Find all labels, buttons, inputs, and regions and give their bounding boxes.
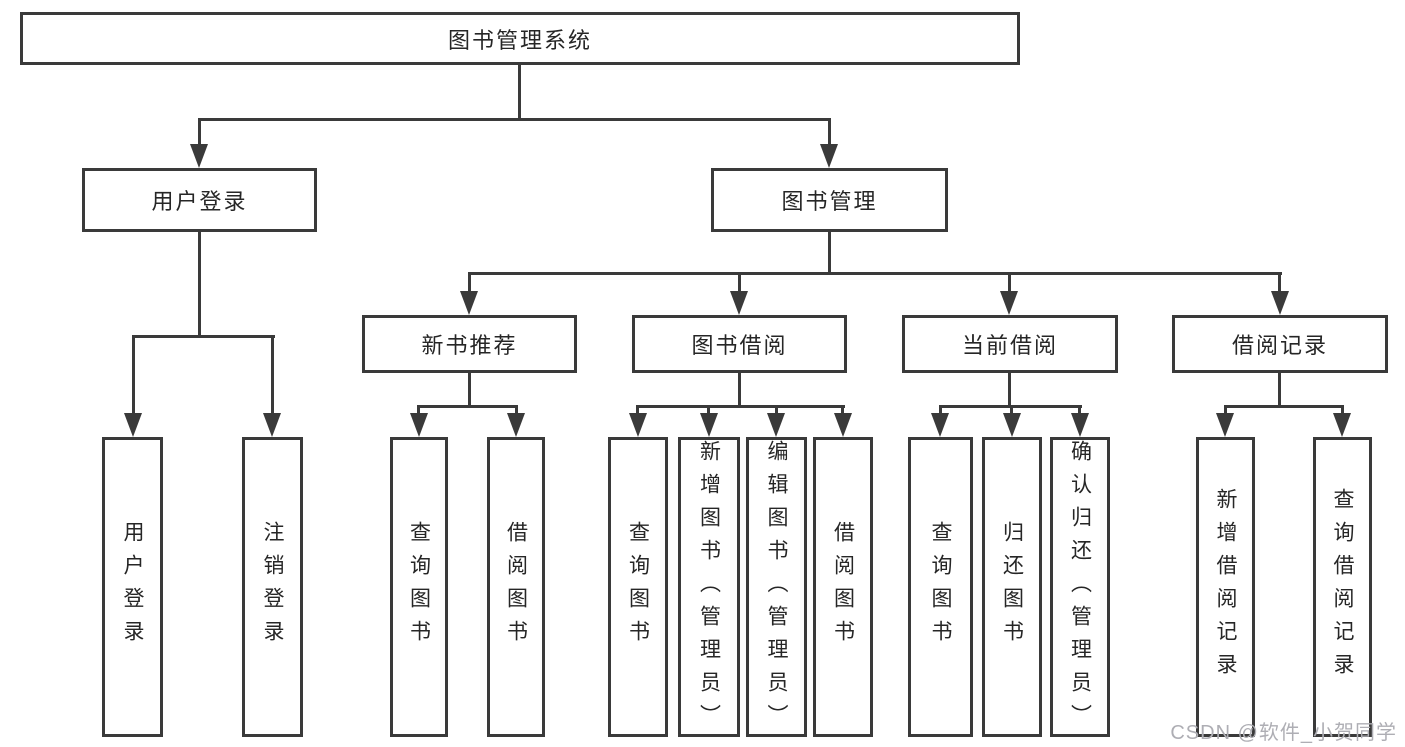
arrowhead-down-icon <box>931 413 949 437</box>
node-label: 借阅记录 <box>1231 333 1328 358</box>
leaf-add-borrow-record: 新增借阅记录 <box>1196 437 1255 737</box>
connector-borrow-stem <box>738 373 741 405</box>
node-label: 图书管理 <box>781 189 878 214</box>
node-current-borrow: 当前借阅 <box>902 315 1118 373</box>
connector-drop <box>1010 405 1013 415</box>
node-new-book-recommend: 新书推荐 <box>362 315 577 373</box>
leaf-label: 借阅图书 <box>831 521 855 653</box>
leaf-query-books-current: 查询图书 <box>908 437 973 737</box>
connector-current-stem <box>1008 373 1011 405</box>
connector-borrow-bus <box>636 405 845 408</box>
arrowhead-down-icon <box>1216 413 1234 437</box>
arrowhead-down-icon <box>730 291 748 315</box>
node-label: 新书推荐 <box>421 333 518 358</box>
node-user-login: 用户登录 <box>82 168 317 232</box>
leaf-add-books-admin: 新增图书（管理员） <box>678 437 740 737</box>
connector-drop <box>841 405 844 415</box>
arrowhead-down-icon <box>629 413 647 437</box>
leaf-borrow-books: 借阅图书 <box>813 437 873 737</box>
leaf-label: 查询图书 <box>929 521 952 653</box>
node-book-borrow: 图书借阅 <box>632 315 847 373</box>
leaf-label: 用户登录 <box>121 521 144 653</box>
arrowhead-down-icon <box>460 291 478 315</box>
leaf-logout: 注销登录 <box>242 437 303 737</box>
leaf-label: 查询图书 <box>626 521 650 653</box>
connector-drop <box>636 405 639 415</box>
watermark-text: CSDN @软件_小贺同学 <box>1170 722 1397 744</box>
leaf-label: 查询图书 <box>407 521 431 653</box>
leaf-label: 新增借阅记录 <box>1214 488 1237 686</box>
connector-root-stem <box>518 65 521 118</box>
leaf-label: 注销登录 <box>261 521 284 653</box>
connector-book-mgmt-bus <box>468 272 1282 275</box>
connector-records-stem <box>1278 373 1281 405</box>
connector-drop <box>271 335 274 415</box>
node-label: 当前借阅 <box>961 333 1058 358</box>
connector-drop <box>775 405 778 415</box>
node-label: 图书借阅 <box>691 333 788 358</box>
arrowhead-down-icon <box>1333 413 1351 437</box>
leaf-query-borrow-record: 查询借阅记录 <box>1313 437 1372 737</box>
node-book-management: 图书管理 <box>711 168 948 232</box>
arrowhead-down-icon <box>1271 291 1289 315</box>
connector-drop <box>1278 272 1281 293</box>
arrowhead-down-icon <box>1071 413 1089 437</box>
connector-drop <box>828 118 831 148</box>
arrowhead-down-icon <box>1003 413 1021 437</box>
connector-drop <box>132 335 135 415</box>
connector-new-book-stem <box>468 373 471 405</box>
connector-drop <box>939 405 942 415</box>
arrowhead-down-icon <box>1000 291 1018 315</box>
leaf-return-books: 归还图书 <box>982 437 1042 737</box>
connector-drop <box>1008 272 1011 293</box>
leaf-edit-books-admin: 编辑图书（管理员） <box>746 437 807 737</box>
connector-records-bus <box>1224 405 1344 408</box>
leaf-query-books-recommend: 查询图书 <box>390 437 448 737</box>
arrowhead-down-icon <box>124 413 142 437</box>
connector-root-bus <box>198 118 831 121</box>
arrowhead-down-icon <box>507 413 525 437</box>
leaf-borrow-books-recommend: 借阅图书 <box>487 437 545 737</box>
connector-drop <box>1341 405 1344 415</box>
leaf-label: 新增图书（管理员） <box>697 440 721 737</box>
leaf-query-books-borrow: 查询图书 <box>608 437 668 737</box>
leaf-label: 归还图书 <box>1000 521 1024 653</box>
connector-drop <box>707 405 710 415</box>
node-root-system: 图书管理系统 <box>20 12 1020 65</box>
connector-book-mgmt-stem <box>828 232 831 272</box>
arrowhead-down-icon <box>190 144 208 168</box>
arrowhead-down-icon <box>820 144 838 168</box>
connector-drop <box>468 272 471 293</box>
node-label: 图书管理系统 <box>447 27 592 53</box>
node-label: 用户登录 <box>151 189 248 214</box>
connector-user-login-stem <box>198 232 201 335</box>
leaf-confirm-return-admin: 确认归还（管理员） <box>1050 437 1110 737</box>
leaf-label: 借阅图书 <box>504 521 528 653</box>
arrowhead-down-icon <box>410 413 428 437</box>
leaf-user-login: 用户登录 <box>102 437 163 737</box>
node-borrow-records: 借阅记录 <box>1172 315 1388 373</box>
connector-drop <box>198 118 201 148</box>
connector-drop <box>738 272 741 293</box>
connector-new-book-bus <box>417 405 518 408</box>
connector-drop <box>417 405 420 415</box>
connector-drop <box>1078 405 1081 415</box>
arrowhead-down-icon <box>263 413 281 437</box>
arrowhead-down-icon <box>767 413 785 437</box>
connector-drop <box>515 405 518 415</box>
leaf-label: 编辑图书（管理员） <box>765 440 788 737</box>
leaf-label: 查询借阅记录 <box>1331 488 1354 686</box>
leaf-label: 确认归还（管理员） <box>1068 440 1092 737</box>
connector-user-login-bus <box>132 335 275 338</box>
arrowhead-down-icon <box>700 413 718 437</box>
arrowhead-down-icon <box>834 413 852 437</box>
connector-drop <box>1224 405 1227 415</box>
